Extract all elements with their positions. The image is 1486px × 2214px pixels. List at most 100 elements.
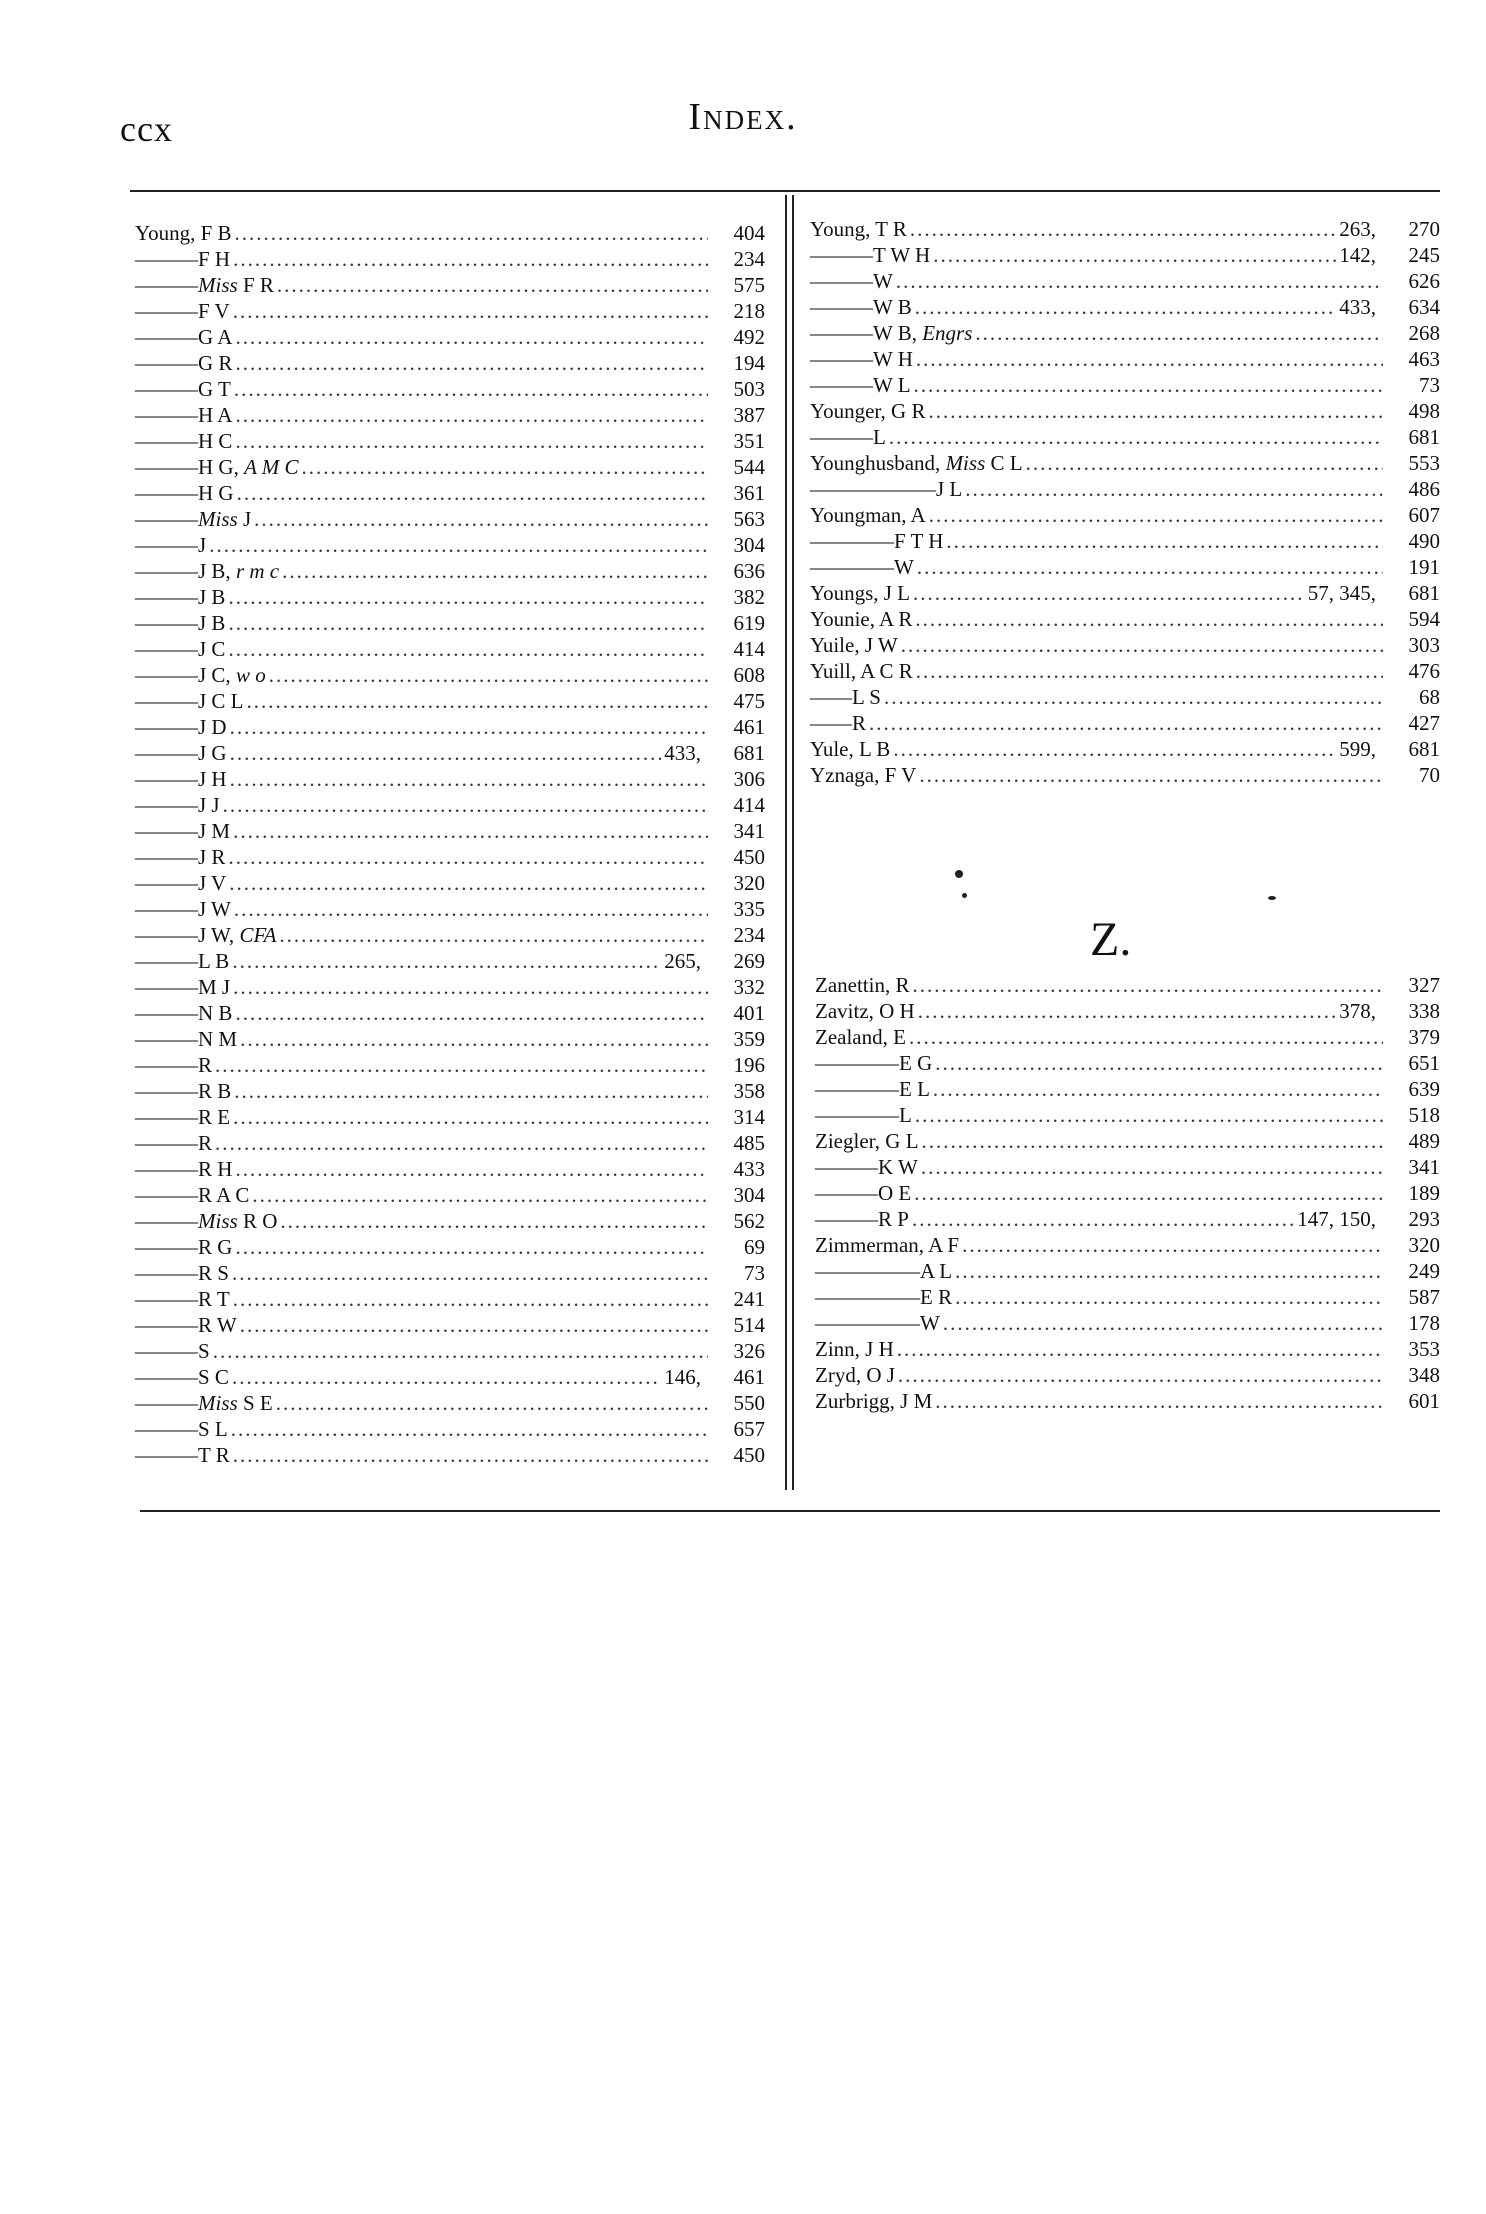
entry-extra-pages: 265, <box>664 949 701 973</box>
entry-page: 587 <box>1408 1285 1441 1309</box>
entry-page: 575 <box>733 273 766 297</box>
index-entry: Zryd, O J348 <box>815 1362 1440 1388</box>
leader-dots <box>233 298 708 324</box>
index-entry: ———G R194 <box>135 350 765 376</box>
leader-dots <box>896 268 1383 294</box>
entry-page: 327 <box>1408 973 1441 997</box>
entry-page: 404 <box>733 221 766 245</box>
entry-page: 218 <box>733 299 766 323</box>
leader-dots <box>235 428 708 454</box>
leader-dots <box>914 1180 1383 1206</box>
index-entry: Zanettin, R327 <box>815 972 1440 998</box>
entry-page: 518 <box>1408 1103 1441 1127</box>
entry-name: ——————J L <box>810 477 963 501</box>
entry-extra-pages: 263, <box>1339 217 1376 241</box>
leader-dots <box>975 320 1383 346</box>
entry-page: 68 <box>1419 685 1440 709</box>
index-entry: Yule, L B599,681 <box>810 736 1440 762</box>
entry-name: ———W B <box>810 295 912 319</box>
index-entry: ————E L639 <box>815 1076 1440 1102</box>
leader-dots <box>955 1284 1383 1310</box>
leader-dots <box>955 1258 1383 1284</box>
entry-name: Youngs, J L <box>810 581 910 605</box>
entry-name: ———T R <box>135 1443 230 1467</box>
index-column-right-z: Zanettin, R327Zavitz, O H378,338Zealand,… <box>815 972 1440 1414</box>
index-entry: ———W L73 <box>810 372 1440 398</box>
index-entry: ———R H433 <box>135 1156 765 1182</box>
leader-dots <box>918 998 1337 1024</box>
entry-name: ———J M <box>135 819 231 843</box>
entry-name: ———R A C <box>135 1183 250 1207</box>
entry-page: 338 <box>1408 999 1441 1023</box>
index-entry: ———R P147, 150,293 <box>815 1206 1440 1232</box>
index-entry: ———W H463 <box>810 346 1440 372</box>
index-entry: ———J B 382 <box>135 584 765 610</box>
entry-page: 326 <box>733 1339 766 1363</box>
entry-name: ———L B <box>135 949 230 973</box>
leader-dots <box>935 1050 1383 1076</box>
top-rule <box>130 190 1440 192</box>
leader-dots <box>921 1154 1383 1180</box>
leader-dots <box>233 246 708 272</box>
entry-name: ———R E <box>135 1105 231 1129</box>
folio: ccx <box>120 109 173 149</box>
index-entry: Younie, A R594 <box>810 606 1440 632</box>
entry-name: ———J R <box>135 845 226 869</box>
entry-page: 498 <box>1408 399 1441 423</box>
entry-name: ———N B <box>135 1001 233 1025</box>
index-entry: Young, T R263,270 <box>810 216 1440 242</box>
index-entry: ———S L657 <box>135 1416 765 1442</box>
leader-dots <box>279 922 708 948</box>
leader-dots <box>237 480 708 506</box>
index-entry: —————E R587 <box>815 1284 1440 1310</box>
entry-name: —————A L <box>815 1259 953 1283</box>
index-entry: Zurbrigg, J M601 <box>815 1388 1440 1414</box>
index-entry: ———J B, r m c636 <box>135 558 765 584</box>
leader-dots <box>933 242 1336 268</box>
leader-dots <box>235 1156 708 1182</box>
index-entry: ———R B358 <box>135 1078 765 1104</box>
entry-page: 361 <box>733 481 766 505</box>
leader-dots <box>235 324 708 350</box>
entry-page: 681 <box>733 741 766 765</box>
leader-dots <box>897 1336 1383 1362</box>
page-title: Index. <box>688 96 798 138</box>
index-entry: ———H G, A M C544 <box>135 454 765 480</box>
entry-name: Younghusband, Miss C L <box>810 451 1023 475</box>
index-entry: ———N B401 <box>135 1000 765 1026</box>
leader-dots <box>922 1128 1383 1154</box>
leader-dots <box>965 476 1383 502</box>
entry-name: ———R P <box>815 1207 909 1231</box>
index-entry: ———R196 <box>135 1052 765 1078</box>
entry-name: Zimmerman, A F <box>815 1233 960 1257</box>
leader-dots <box>915 1102 1383 1128</box>
entry-name: ———J B <box>135 585 226 609</box>
entry-page: 314 <box>733 1105 766 1129</box>
entry-page: 475 <box>733 689 766 713</box>
entry-page: 681 <box>1408 737 1441 761</box>
entry-extra-pages: 57, 345, <box>1307 581 1376 605</box>
leader-dots <box>916 658 1383 684</box>
entry-page: 178 <box>1408 1311 1441 1335</box>
index-entry: ———J V320 <box>135 870 765 896</box>
entry-name: ———N M <box>135 1027 238 1051</box>
entry-page: 492 <box>733 325 766 349</box>
leader-dots <box>946 528 1383 554</box>
index-entry: ———N M359 <box>135 1026 765 1052</box>
leader-dots <box>230 740 662 766</box>
index-entry: ———J B619 <box>135 610 765 636</box>
index-entry: ———W B433,634 <box>810 294 1440 320</box>
leader-dots <box>234 376 708 402</box>
entry-page: 351 <box>733 429 766 453</box>
entry-name: ———R H <box>135 1157 233 1181</box>
leader-dots <box>231 1416 708 1442</box>
entry-page: 382 <box>733 585 766 609</box>
leader-dots <box>277 272 708 298</box>
index-entry: ———W626 <box>810 268 1440 294</box>
entry-page: 553 <box>1408 451 1441 475</box>
entry-page: 626 <box>1408 269 1441 293</box>
entry-name: ———H C <box>135 429 233 453</box>
leader-dots <box>228 636 708 662</box>
entry-name: Young, F B <box>135 221 232 245</box>
entry-page: 191 <box>1408 555 1441 579</box>
